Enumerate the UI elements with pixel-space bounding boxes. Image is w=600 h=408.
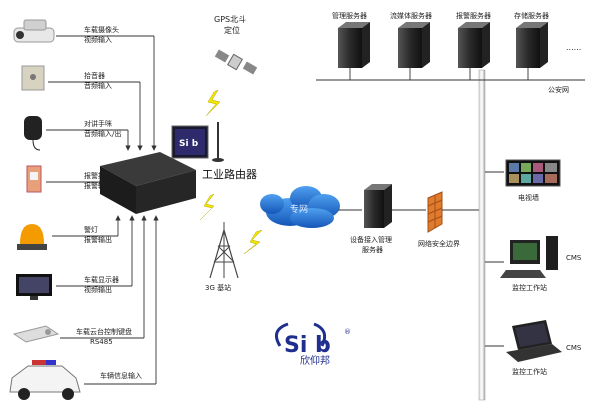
device-label-monitor-2: 视频输出	[84, 285, 112, 294]
alarm-button-icon	[26, 165, 42, 193]
workstation-2-cms: CMS	[566, 344, 582, 352]
public-net-label: 公安网	[548, 85, 569, 94]
router-label: 工业路由器	[202, 167, 257, 181]
access-server-label-1: 设备接入管理	[350, 235, 392, 244]
logo-mark: Si b	[284, 333, 331, 358]
workstation-1-icon	[500, 236, 558, 278]
device-label-car: 车辆信息输入	[100, 371, 142, 380]
tv-wall-label: 电视墙	[518, 193, 539, 202]
warning-light-icon	[17, 224, 47, 250]
device-label-keyboard-1: 车载云台控制键盘	[76, 327, 132, 336]
device-label-light-1: 警灯	[84, 225, 98, 234]
device-label-camera-1: 车载摄像头	[84, 25, 119, 34]
device-label-mic-2: 音频输入/出	[84, 129, 121, 138]
ptz-keyboard-icon	[12, 325, 60, 343]
industrial-router-icon: Si b	[171, 122, 224, 162]
device-label-monitor-1: 车载显示器	[84, 275, 119, 284]
device-label-light-2: 报警输出	[84, 235, 112, 244]
workstation-1-cms: CMS	[566, 254, 582, 262]
server-label-storage: 存储服务器	[514, 11, 549, 20]
gps-label-1: GPS北斗	[214, 15, 246, 24]
tv-wall-icon	[505, 159, 561, 187]
workstation-1-label: 监控工作站	[512, 283, 547, 292]
device-label-keyboard-2: RS485	[90, 338, 113, 346]
3g-tower-icon	[209, 222, 239, 279]
logo-registered-mark: ®	[344, 328, 351, 336]
sinyb-logo-icon: Si b ® 欣仰邦	[274, 322, 351, 367]
device-label-pickup-1: 拾音器	[84, 71, 105, 80]
workstation-2-label: 监控工作站	[512, 367, 547, 376]
mobile-dvr-icon	[100, 152, 196, 214]
firewall-icon	[427, 191, 443, 233]
tower-signal-bolt-icon	[243, 229, 263, 255]
router-signal-bolt-icon	[199, 193, 215, 221]
police-car-icon	[9, 360, 81, 400]
device-label-alarm-1: 报警按钮	[84, 171, 112, 180]
server-label-alarm: 报警服务器	[456, 11, 491, 20]
device-label-pickup-2: 音频输入	[84, 81, 112, 90]
handheld-mic-icon	[24, 116, 42, 151]
car-monitor-icon	[16, 274, 52, 300]
gps-label-2: 定位	[224, 25, 240, 35]
access-server-icon	[364, 184, 392, 228]
mgmt-server-icon	[338, 22, 370, 68]
gps-signal-bolt-icon	[205, 89, 221, 117]
media-server-icon	[398, 22, 430, 68]
server-label-mgmt: 管理服务器	[332, 11, 367, 20]
alarm-server-icon	[458, 22, 490, 68]
tower-label: 3G 基站	[205, 283, 231, 292]
logo-name: 欣仰邦	[300, 354, 330, 367]
cloud-label: 专网	[290, 203, 308, 215]
device-label-camera-2: 视频输入	[84, 35, 112, 44]
pickup-mic-icon	[21, 65, 45, 91]
device-label-mic-1: 对讲手咪	[84, 119, 112, 128]
public-network-backbone	[478, 69, 486, 401]
device-connectors	[46, 35, 159, 385]
router-screen-text: Si b	[179, 139, 199, 149]
server-label-media: 流媒体服务器	[390, 11, 432, 20]
storage-server-icon	[516, 22, 548, 68]
private-network-cloud-icon	[260, 186, 340, 228]
firewall-label: 网络安全边界	[418, 239, 460, 248]
laptop-workstation-2-icon	[506, 320, 562, 362]
more-servers-dots: ......	[566, 43, 581, 52]
car-camera-icon	[13, 19, 55, 43]
gps-satellite-icon	[214, 49, 258, 75]
access-server-label-2: 服务器	[362, 245, 383, 254]
device-label-alarm-2: 报警输入	[84, 181, 112, 190]
